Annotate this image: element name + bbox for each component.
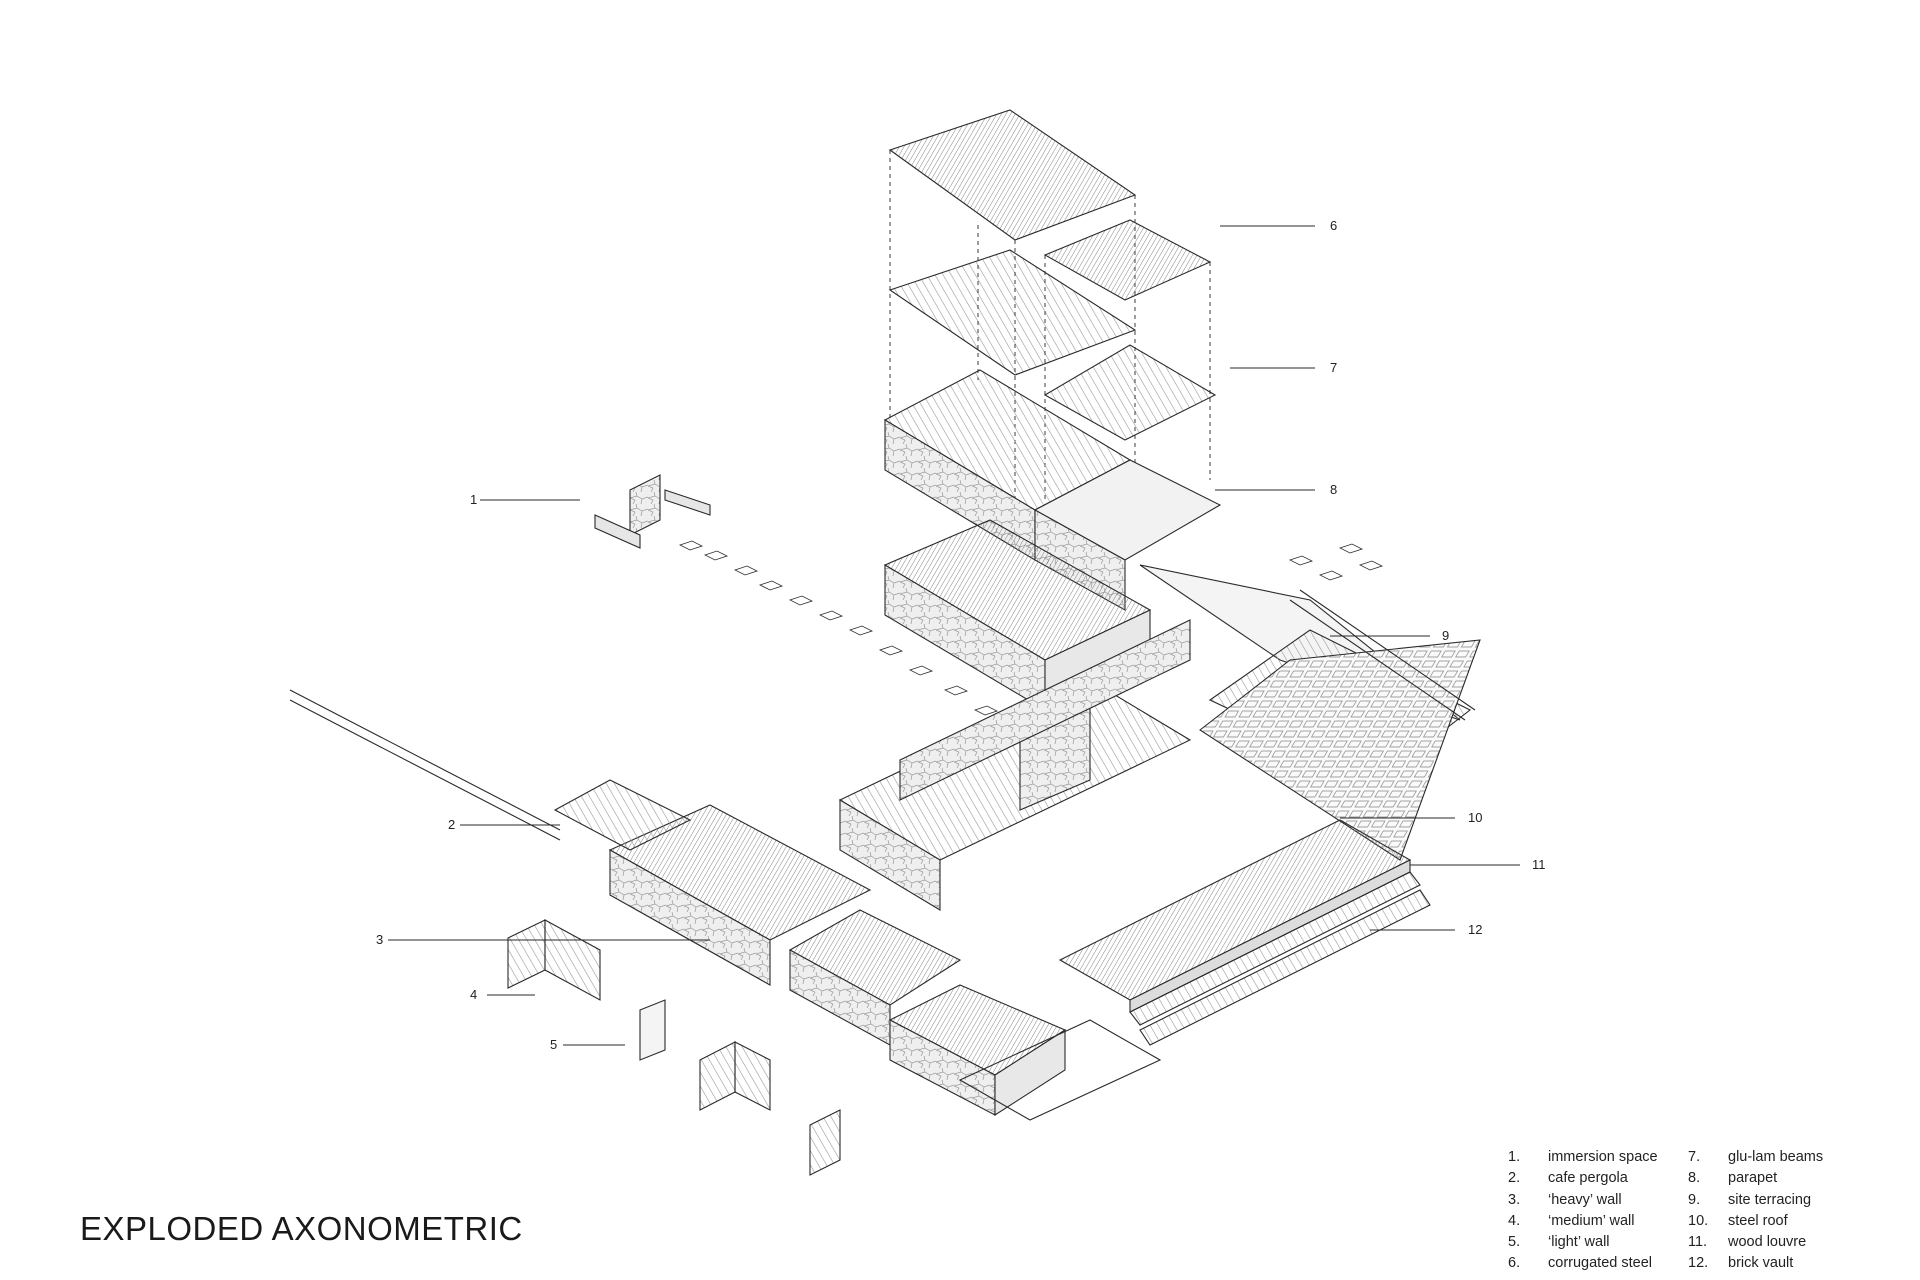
legend-item: 7. glu-lam beams	[1688, 1147, 1823, 1168]
legend-num: 11.	[1688, 1234, 1708, 1251]
legend-num: 6.	[1508, 1255, 1521, 1272]
callout-5: 5	[550, 1037, 558, 1052]
legend-text: cafe pergola	[1548, 1170, 1628, 1187]
legend-num: 2.	[1508, 1170, 1521, 1187]
legend-item: 2. cafe pergola	[1508, 1168, 1658, 1189]
legend-num: 1.	[1508, 1149, 1521, 1165]
callout-4: 4	[470, 987, 478, 1002]
callout-6: 6	[1330, 218, 1338, 233]
legend-num: 8.	[1688, 1170, 1701, 1187]
legend-num: 12.	[1688, 1255, 1709, 1272]
cafe-pergola	[289, 689, 692, 851]
legend-item: 9. site terracing	[1688, 1190, 1823, 1211]
legend-text: site terracing	[1728, 1191, 1812, 1208]
legend-num: 3.	[1508, 1191, 1521, 1208]
legend-text: ‘medium’ wall	[1548, 1212, 1635, 1229]
stepping-pavers	[678, 540, 1384, 716]
legend-num: 4.	[1508, 1212, 1521, 1229]
corrugated-steel-roof	[888, 109, 1212, 301]
legend-text: immersion space	[1548, 1149, 1658, 1165]
legend-num: 7.	[1688, 1149, 1701, 1165]
immersion-space	[594, 474, 711, 549]
legend-text: steel roof	[1728, 1212, 1788, 1229]
legend-item: 11. wood louvre	[1688, 1232, 1823, 1253]
legend-right: 7. glu-lam beams 8. parapet 9. site terraci…	[1688, 1147, 1823, 1275]
long-wall	[838, 619, 1192, 911]
legend-item: 4. ‘medium’ wall	[1508, 1211, 1658, 1232]
legend-left: 1. immersion space 2. cafe pergola 3. ‘heav…	[1508, 1147, 1658, 1275]
legend-text: brick vault	[1728, 1255, 1794, 1272]
callout-7: 7	[1330, 360, 1338, 375]
callout-9: 9	[1442, 628, 1450, 643]
legend-item: 12. brick vault	[1688, 1253, 1823, 1274]
legend-num: 10.	[1688, 1212, 1709, 1229]
site-terracing	[1139, 564, 1481, 861]
callout-1: 1	[470, 492, 478, 507]
leader-lines	[388, 225, 1520, 1046]
legend-text: wood louvre	[1728, 1234, 1807, 1251]
callout-8: 8	[1330, 482, 1338, 497]
callout-2: 2	[448, 817, 456, 832]
drawing-title: EXPLODED AXONOMETRIC	[80, 1210, 523, 1247]
callout-11: 11	[1532, 857, 1546, 872]
glu-lam-beams	[888, 249, 1217, 441]
legend-item: 10. steel roof	[1688, 1211, 1823, 1232]
legend-item: 1. immersion space	[1508, 1147, 1658, 1168]
legend-text: parapet	[1728, 1170, 1778, 1187]
legend-text: glu-lam beams	[1728, 1149, 1824, 1165]
callout-12: 12	[1468, 922, 1483, 937]
callout-10: 10	[1468, 810, 1483, 825]
legend-item: 5. ‘light’ wall	[1508, 1232, 1658, 1253]
legend-item: 3. ‘heavy’ wall	[1508, 1190, 1658, 1211]
legend-text: corrugated steel	[1548, 1255, 1652, 1272]
legend-text: ‘light’ wall	[1548, 1234, 1610, 1251]
steel-roof-louvre-vault	[1058, 819, 1431, 1046]
callout-3: 3	[376, 932, 384, 947]
legend-item: 6. corrugated steel	[1508, 1253, 1658, 1274]
lower-roof-blocks	[608, 804, 1162, 1121]
legend-num: 5.	[1508, 1234, 1521, 1251]
medium-wall	[507, 919, 601, 1001]
legend-num: 9.	[1688, 1191, 1701, 1208]
light-wall	[639, 999, 841, 1176]
legend-item: 8. parapet	[1688, 1168, 1823, 1189]
legend-text: ‘heavy’ wall	[1548, 1191, 1622, 1208]
